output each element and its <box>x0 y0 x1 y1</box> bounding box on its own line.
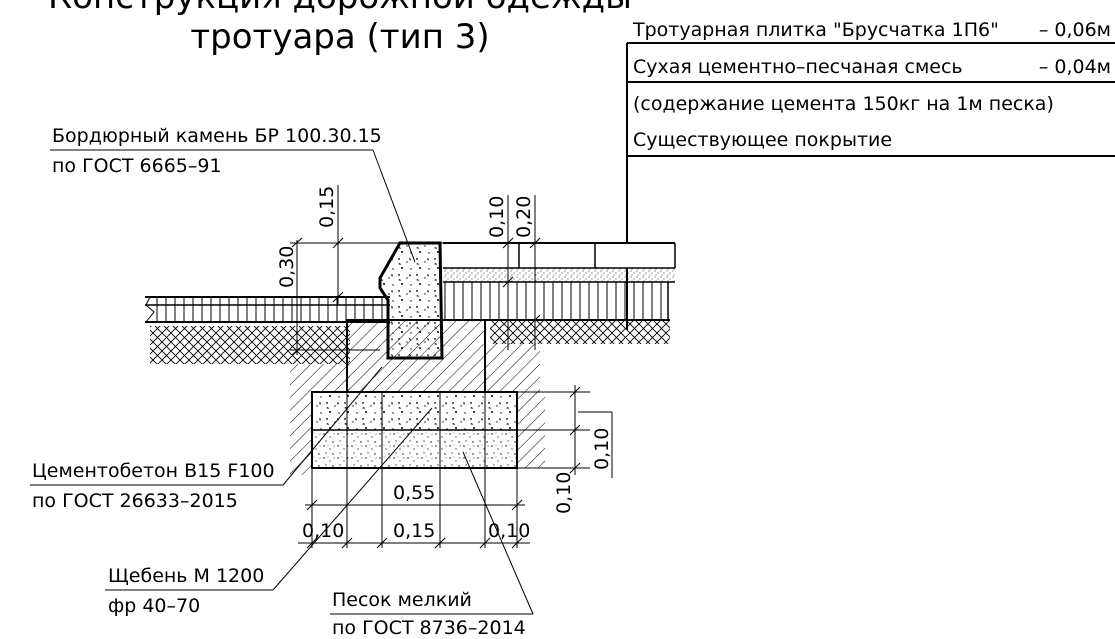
dim-curb-height: 0,15 <box>316 186 338 228</box>
sand-label-line1: Песок мелкий <box>332 589 472 611</box>
dim-width-010-left: 0,10 <box>302 520 344 542</box>
concrete-label-line2: по ГОСТ 26633–2015 <box>32 490 238 512</box>
leaders <box>30 149 534 615</box>
dim-width-055: 0,55 <box>393 482 435 504</box>
right-pavement <box>443 242 676 321</box>
concrete-label-line1: Цементобетон В15 F100 <box>32 460 275 482</box>
base-layers <box>311 391 518 469</box>
dim-width-010-right: 0,10 <box>488 520 530 542</box>
dim-width-015-mid: 0,15 <box>393 520 435 542</box>
sand-label-line2: по ГОСТ 8736–2014 <box>332 617 526 639</box>
dim-base-vert-a: 0,10 <box>591 428 613 470</box>
dimension-lines <box>290 185 613 549</box>
dim-tile-top-2: 0,20 <box>513 196 535 238</box>
layer-row-2-text: Сухая цементно–песчаная смесь <box>633 56 963 78</box>
curb-label-line2: по ГОСТ 6665–91 <box>52 155 222 177</box>
curb-label-line1: Бордюрный камень БР 100.30.15 <box>52 125 382 147</box>
layers-table: Тротуарная плитка "Брусчатка 1П6" – 0,06… <box>626 19 1115 330</box>
layer-row-1-text: Тротуарная плитка "Брусчатка 1П6" <box>632 19 999 41</box>
layer-row-3-text: (содержание цемента 150кг на 1м песка) <box>633 93 1054 115</box>
layer-row-4-text: Существующее покрытие <box>633 129 892 151</box>
title-line1: Конструкция дорожной одежды <box>48 0 632 17</box>
curb-stone <box>378 241 444 360</box>
layer-row-1-thickness: – 0,06м <box>1039 19 1111 41</box>
dim-base-vert-b: 0,10 <box>553 472 575 514</box>
gravel-label-line2: фр 40–70 <box>108 595 200 617</box>
layer-row-2-thickness: – 0,04м <box>1039 56 1111 78</box>
dim-total-height: 0,30 <box>276 246 298 288</box>
gravel-label-line1: Щебень М 1200 <box>108 565 264 587</box>
title-line2: тротуара (тип 3) <box>190 17 489 57</box>
dim-tile-top-1: 0,10 <box>486 196 508 238</box>
